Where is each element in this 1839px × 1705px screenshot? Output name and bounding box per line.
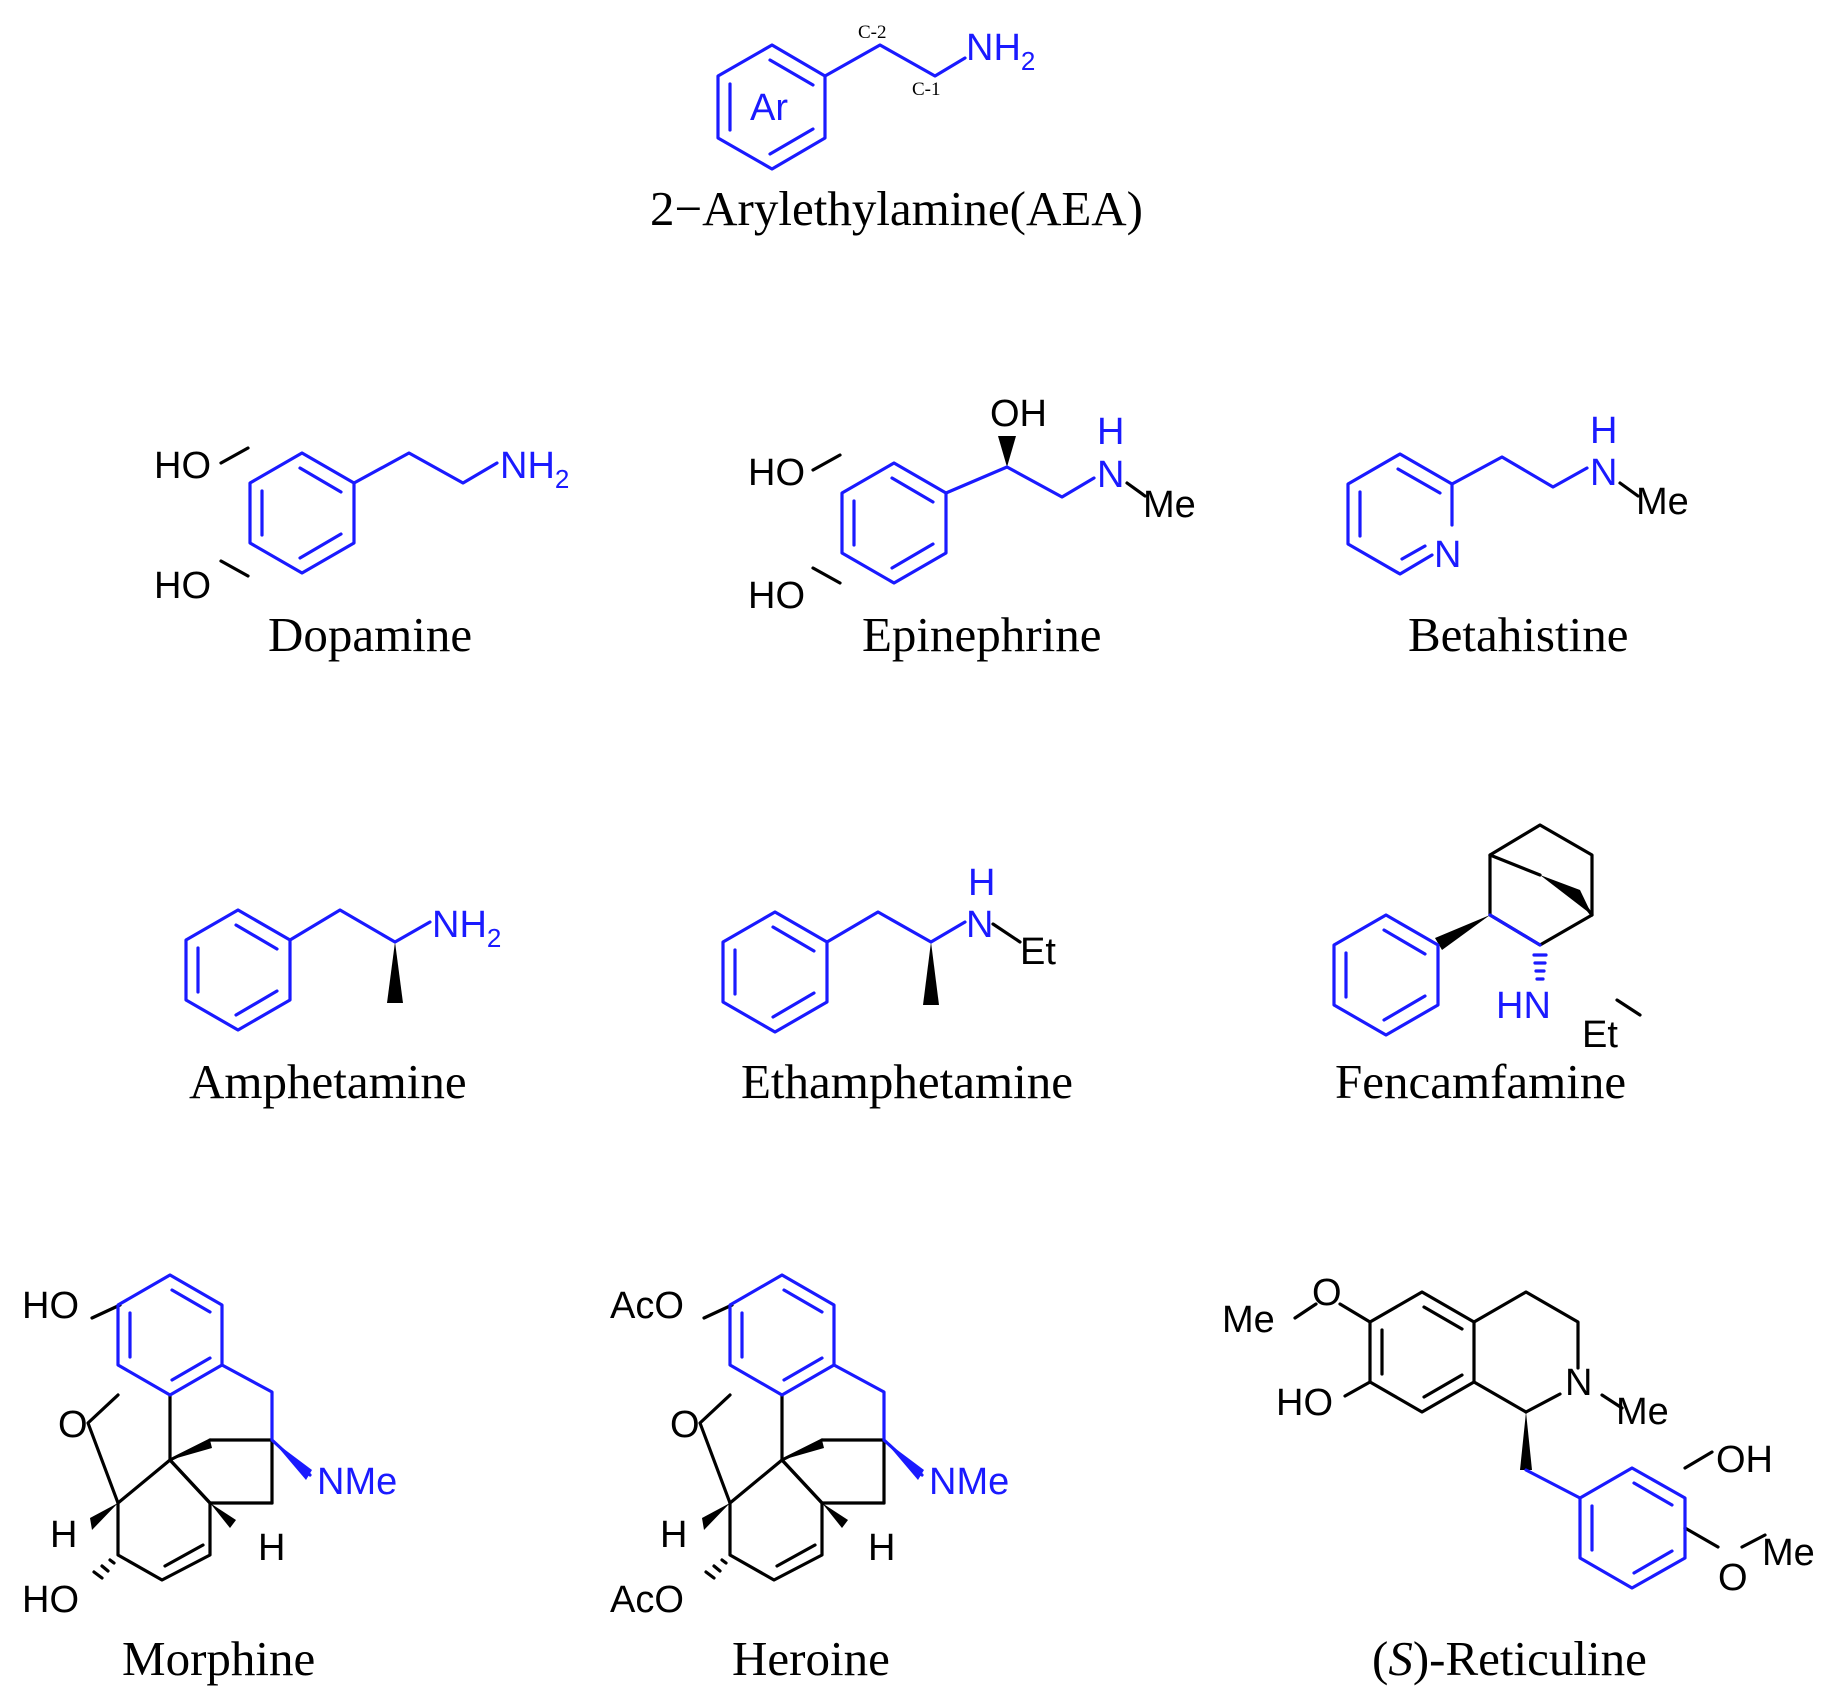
aea-c2-label: C-2: [858, 22, 887, 43]
epinephrine-h: H: [1097, 411, 1124, 453]
morphine-n-wedge: [272, 1440, 312, 1480]
heroine-nme: NMe: [929, 1461, 1009, 1503]
betahistine-n: N: [1590, 452, 1617, 494]
epinephrine-name: Epinephrine: [862, 607, 1101, 662]
fencamfamine-et: Et: [1582, 1014, 1618, 1056]
heroine-h-left: H: [660, 1514, 687, 1556]
morphine-structure: HO O H HO NMe H: [22, 1273, 397, 1621]
amphetamine-blue-bonds: [184, 908, 432, 1032]
dopamine-ho-top: HO: [154, 445, 211, 487]
morphine-blue-bonds: [116, 1273, 312, 1477]
epinephrine-oh: OH: [990, 393, 1047, 435]
reticuline-black-bonds: [1293, 1290, 1767, 1549]
epinephrine-me: Me: [1143, 484, 1196, 526]
dopamine-structure: HO HO NH2: [154, 445, 569, 607]
reticuline-structure: Me O HO N Me OH O Me: [1222, 1272, 1815, 1599]
ethamphetamine-et: Et: [1020, 931, 1056, 973]
morphine-black-bonds: [86, 1303, 274, 1582]
fencamfamine-hn: HN: [1496, 985, 1551, 1027]
aea-c1-label: C-1: [912, 79, 941, 100]
ethamphetamine-wedge: [923, 942, 939, 1005]
heroine-bridge-wedge: [782, 1440, 824, 1460]
reticuline-oh: OH: [1716, 1439, 1773, 1481]
ethamphetamine-h: H: [968, 862, 995, 904]
heroine-n-wedge: [884, 1440, 924, 1480]
reticuline-o-top: O: [1312, 1272, 1342, 1314]
betahistine-ring-n: N: [1434, 534, 1461, 576]
epinephrine-ho-bottom: HO: [748, 575, 805, 617]
heroine-hash: [704, 1558, 728, 1580]
dopamine-black-bonds: [219, 446, 250, 578]
betahistine-name: Betahistine: [1408, 607, 1628, 662]
morphine-nme: NMe: [317, 1461, 397, 1503]
morphine-ho-bottom: HO: [22, 1579, 79, 1621]
morphine-h-wedge-right: [210, 1503, 236, 1528]
morphine-bridge-wedge: [170, 1440, 212, 1460]
heroine-aco-top: AcO: [610, 1285, 684, 1327]
epinephrine-ho-top: HO: [748, 452, 805, 494]
amphetamine-wedge: [387, 942, 403, 1003]
reticuline-me-bottom: Me: [1762, 1532, 1815, 1574]
dopamine-nh2: NH2: [500, 445, 569, 494]
fencamfamine-name: Fencamfamine: [1335, 1054, 1626, 1109]
fencamfamine-blue-bonds: [1332, 913, 1542, 1037]
morphine-h-right: H: [258, 1527, 285, 1569]
morphine-name: Morphine: [122, 1631, 315, 1686]
reticuline-ho: HO: [1276, 1382, 1333, 1424]
heroine-black-bonds: [698, 1303, 886, 1582]
reticuline-me-top: Me: [1222, 1299, 1275, 1341]
betahistine-structure: N H N Me: [1346, 410, 1689, 576]
epinephrine-black-bonds: [811, 453, 1147, 585]
heroine-name: Heroine: [732, 1631, 890, 1686]
epinephrine-n: N: [1097, 454, 1124, 496]
reticuline-n-me: Me: [1616, 1391, 1669, 1433]
dopamine-name: Dopamine: [268, 607, 472, 662]
reticuline-n: N: [1565, 1362, 1592, 1404]
morphine-ho-top: HO: [22, 1285, 79, 1327]
heroine-h-wedge-right: [822, 1503, 848, 1528]
betahistine-h: H: [1590, 410, 1617, 452]
aea-name: 2−Arylethylamine(AEA): [650, 181, 1143, 236]
morphine-hash: [92, 1558, 116, 1580]
fencamfamine-bridge-wedge: [1540, 875, 1592, 915]
fencamfamine-hash-bond: [1532, 953, 1548, 981]
heroine-structure: AcO O H AcO NMe H: [610, 1273, 1009, 1621]
ethamphetamine-n: N: [966, 904, 993, 946]
morphine-o: O: [58, 1404, 88, 1446]
reticuline-blue-bonds: [1524, 1466, 1687, 1590]
aea-structure: Ar NH2 C-2 C-1: [716, 22, 1035, 171]
ethamphetamine-name: Ethamphetamine: [741, 1054, 1073, 1109]
amphetamine-structure: NH2: [184, 904, 501, 1032]
heroine-h-right: H: [868, 1527, 895, 1569]
betahistine-black-bonds: [1618, 481, 1640, 498]
heroine-h-wedge-left: [702, 1503, 730, 1530]
amphetamine-nh2: NH2: [432, 904, 501, 953]
fencamfamine-phenyl-wedge: [1435, 915, 1490, 950]
dopamine-ho-bottom: HO: [154, 565, 211, 607]
epinephrine-wedge: [998, 436, 1016, 467]
betahistine-me: Me: [1636, 481, 1689, 523]
heroine-o: O: [670, 1404, 700, 1446]
fencamfamine-structure: HN Et: [1332, 823, 1642, 1056]
amphetamine-name: Amphetamine: [189, 1054, 467, 1109]
morphine-h-left: H: [50, 1514, 77, 1556]
ethamphetamine-structure: H N Et: [721, 862, 1056, 1034]
reticuline-wedge: [1520, 1412, 1532, 1470]
epinephrine-structure: OH HO HO H N Me: [748, 393, 1196, 617]
epinephrine-blue-bonds: [840, 461, 1096, 585]
ethamphetamine-blue-bonds: [721, 910, 967, 1034]
heroine-blue-bonds: [728, 1273, 924, 1477]
aea-bonds: [716, 43, 967, 171]
betahistine-blue-bonds: [1346, 452, 1589, 576]
aea-amine-label: NH2: [966, 27, 1035, 76]
aea-ring-label: Ar: [750, 87, 788, 129]
dopamine-blue-bonds: [248, 451, 499, 575]
reticuline-o-bottom: O: [1718, 1557, 1748, 1599]
reticuline-name: (S)-Reticuline: [1372, 1631, 1647, 1686]
ethamphetamine-black-bonds: [991, 922, 1022, 944]
morphine-h-wedge-left: [90, 1503, 118, 1530]
heroine-aco-bottom: AcO: [610, 1579, 684, 1621]
